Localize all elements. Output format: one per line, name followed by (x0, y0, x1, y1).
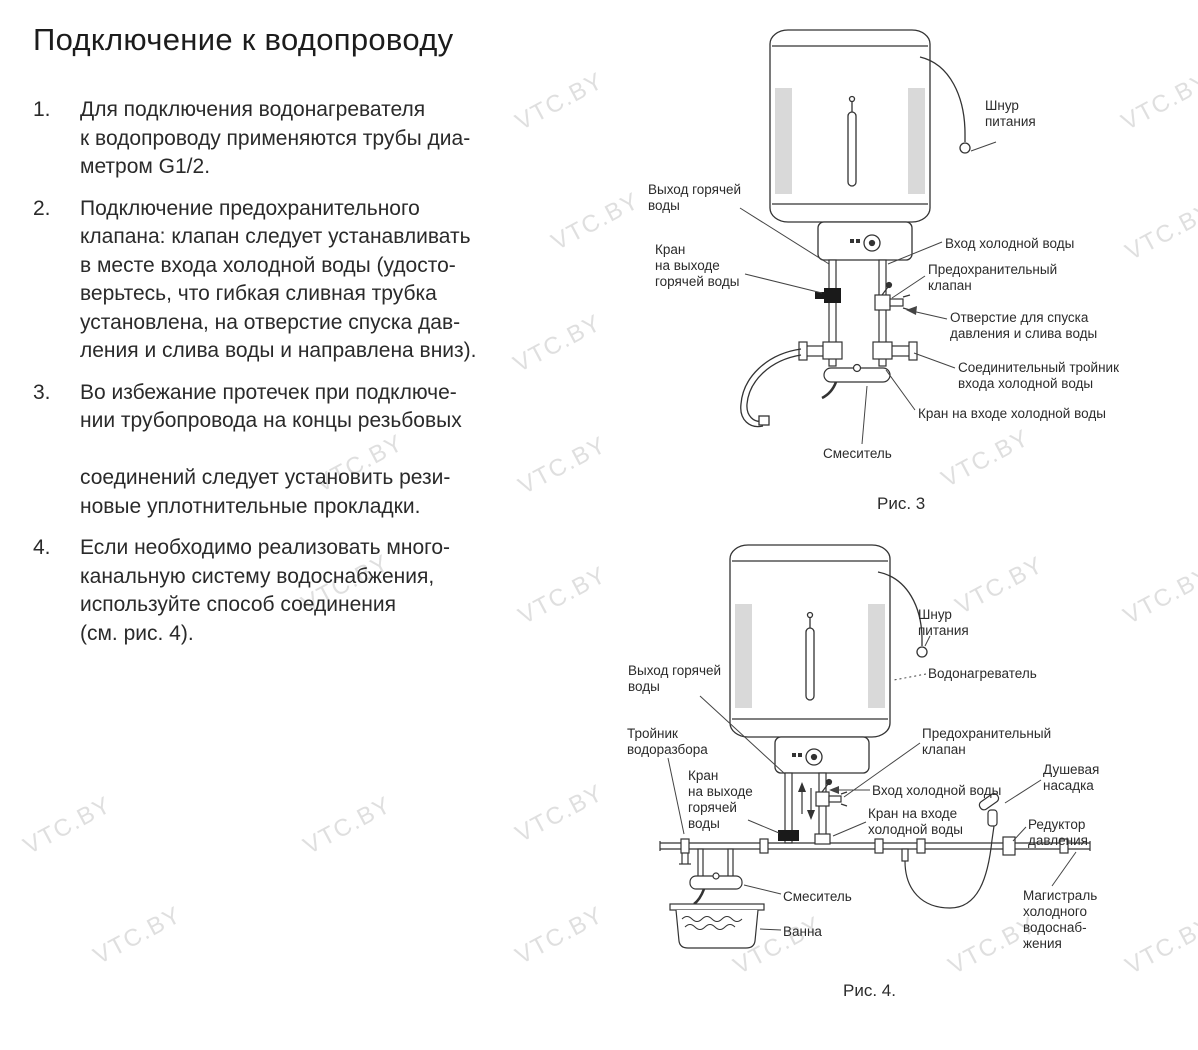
label-safety-valve: Предохранительный клапан (928, 262, 1058, 293)
hot-junction-valve (778, 830, 799, 841)
instruction-item: 1. Для подключения водонагревателя к вод… (33, 96, 588, 182)
water-heater-tank (729, 544, 891, 774)
page-title: Подключение к водопроводу (33, 22, 454, 57)
label-cold-water-inlet: Вход холодной воды (872, 783, 1002, 798)
instruction-item: 3. Во избежание протечек при подключе- н… (33, 379, 588, 522)
flow-arrows (798, 782, 815, 820)
leader-lines (667, 635, 1077, 931)
item-text: Если необходимо реализовать много- канал… (80, 536, 451, 645)
item-number: 1. (33, 98, 51, 121)
label-hot-outlet-valve: Кран на выходе горячей воды (655, 242, 740, 289)
figure-4: Шнур питания Водонагреватель Выход горяч… (620, 528, 1198, 1028)
label-shower-head: Душевая насадка (1043, 762, 1100, 793)
flexible-hose (740, 348, 802, 428)
label-power-cord: Шнур питания (985, 98, 1036, 129)
bath-mixer-symbol (689, 848, 743, 905)
label-bath: Ванна (783, 924, 822, 939)
label-cold-water-inlet: Вход холодной воды (945, 236, 1075, 251)
label-pressure-reducer: Редуктор давления (1028, 817, 1088, 848)
label-hot-water-outlet: Выход горячей воды (628, 663, 722, 694)
label-cold-supply-main: Магистраль холодного водоснаб- жения (1023, 888, 1098, 951)
cold-inlet-arrowhead (829, 786, 839, 794)
figure-3: Шнур питания Выход горячей воды Кран на … (620, 12, 1198, 524)
water-pipes (828, 259, 887, 367)
figure-caption: Рис. 3 (877, 494, 926, 513)
label-distribution-tee: Тройник водоразбора (627, 726, 708, 757)
tee-fittings (798, 341, 918, 361)
label-mixer: Смеситель (783, 889, 852, 904)
label-cold-inlet-valve: Кран на входе холодной воды (918, 406, 1106, 421)
label-hot-water-outlet: Выход горячей воды (648, 182, 742, 213)
label-cold-inlet-valve: Кран на входе холодной воды (868, 806, 963, 837)
water-heater-tank (769, 29, 931, 261)
figure-4-drawing (659, 544, 1091, 949)
power-cord (877, 571, 928, 658)
pipe-fittings (679, 833, 1069, 865)
figure-3-drawing (739, 29, 997, 445)
safety-valve-symbol (815, 778, 848, 807)
item-number: 2. (33, 196, 51, 220)
label-hot-outlet-valve: Кран на выходе горячей воды (688, 768, 753, 831)
label-water-heater: Водонагреватель (928, 666, 1037, 681)
shower-head (901, 792, 1000, 909)
label-inlet-tee: Соединительный тройник входа холодной во… (958, 360, 1119, 391)
item-number: 3. (33, 380, 51, 404)
power-cord (919, 56, 971, 154)
instruction-item: 2. Подключение предохранительного клапан… (33, 195, 588, 366)
instruction-list: 1. Для подключения водонагревателя к вод… (33, 96, 588, 661)
figure-caption: Рис. 4. (843, 981, 896, 1000)
item-number: 4. (33, 536, 51, 559)
instruction-item: 4. Если необходимо реализовать много- ка… (33, 534, 588, 648)
label-safety-valve: Предохранительный клапан (922, 726, 1052, 757)
hot-outlet-valve-symbol (815, 288, 841, 303)
mixer-symbol (821, 363, 891, 400)
item-text: Для подключения водонагревателя к водопр… (80, 98, 471, 178)
item-text: Во избежание протечек при подключе- нии … (80, 380, 462, 518)
item-text: Подключение предохранительного клапана: … (80, 196, 477, 363)
drain-arrowhead (906, 306, 917, 315)
label-power-cord: Шнур питания (918, 607, 969, 638)
bath-tub (669, 903, 765, 949)
safety-valve-symbol (874, 281, 911, 311)
label-mixer: Смеситель (823, 446, 892, 461)
leader-lines (739, 141, 997, 445)
label-drain-opening: Отверстие для спуска давления и слива во… (950, 310, 1098, 341)
